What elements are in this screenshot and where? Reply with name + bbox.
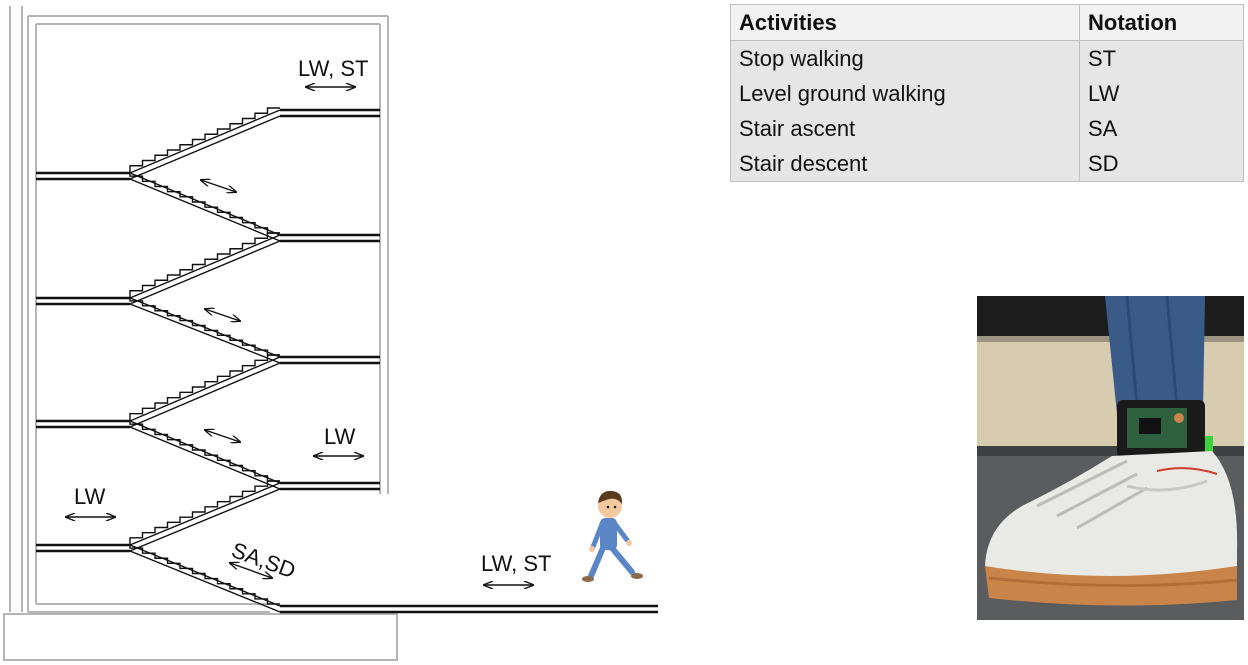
label-stairs: SA,SD: [228, 537, 299, 583]
stair-steps: [129, 419, 280, 482]
led-module: [1205, 436, 1213, 466]
activity-cell: Stop walking: [731, 40, 1080, 76]
stair-steps: [129, 171, 280, 234]
activity-cell: Stair ascent: [731, 111, 1080, 146]
label-left-landing: LW: [74, 484, 106, 509]
stair-stringer: [129, 109, 281, 174]
stair-stringer: [129, 550, 281, 613]
stair-stringer: [129, 426, 281, 490]
jeans-leg: [1105, 296, 1205, 414]
building-foundation: [3, 613, 398, 661]
label-right-landing: LW: [324, 424, 356, 449]
notation-cell: LW: [1079, 76, 1243, 111]
stair-stringer: [129, 482, 281, 546]
notation-cell: ST: [1079, 40, 1243, 76]
sneaker: [985, 451, 1238, 596]
table-header-row: Activities Notation: [731, 5, 1243, 41]
walking-person-figure: [582, 490, 643, 582]
stair-stringer: [129, 488, 281, 552]
direction-arrows: [66, 87, 533, 585]
header-activities: Activities: [731, 5, 1080, 41]
ankle-sensor-photo: [977, 296, 1244, 620]
building-outline: [3, 6, 398, 661]
stair-stringer: [129, 240, 281, 305]
stair-stringer: [129, 303, 281, 364]
label-ground: LW, ST: [481, 551, 552, 576]
table-row: Stop walking ST: [731, 40, 1243, 76]
notation-cell: SD: [1079, 146, 1243, 181]
stair-steps: [129, 107, 280, 171]
activity-cell: Level ground walking: [731, 76, 1080, 111]
stair-steps: [129, 543, 280, 605]
stair-steps: [129, 354, 280, 419]
stair-steps: [129, 480, 280, 543]
stair-stringer: [129, 115, 281, 180]
table-row: Stair ascent SA: [731, 111, 1243, 146]
floor-slabs: [36, 108, 658, 614]
stair-stringer: [129, 178, 281, 242]
activities-table: Activities Notation Stop walking ST Leve…: [730, 4, 1244, 182]
stair-stringer: [129, 234, 281, 299]
label-top-landing: LW, ST: [298, 56, 369, 81]
table-row: Stair descent SD: [731, 146, 1243, 181]
notation-cell: SA: [1079, 111, 1243, 146]
stair-stringer: [129, 356, 281, 422]
activity-cell: Stair descent: [731, 146, 1080, 181]
stair-flights: [129, 107, 281, 613]
table-row: Level ground walking LW: [731, 76, 1243, 111]
stair-steps: [129, 296, 280, 356]
stair-steps: [129, 232, 280, 296]
stair-stringer: [129, 362, 281, 428]
header-notation: Notation: [1079, 5, 1243, 41]
